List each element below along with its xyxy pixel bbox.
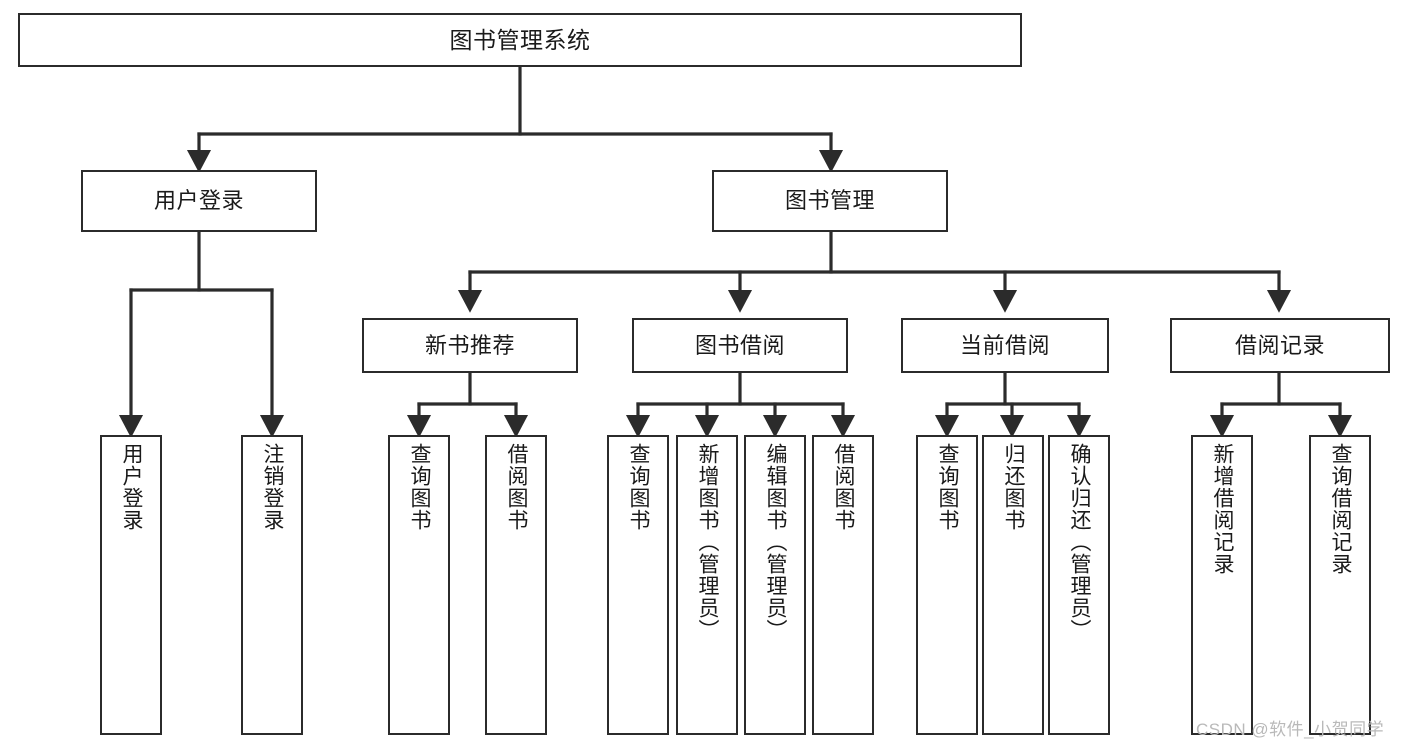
node-leaf-query-book-3[interactable]: 查询图书	[916, 435, 978, 735]
node-leaf-logout[interactable]: 注销登录	[241, 435, 303, 735]
node-leaf-edit-book[interactable]: 编辑图书（管理员）	[744, 435, 806, 735]
node-current-borrow-label: 当前借阅	[959, 332, 1050, 358]
node-leaf-user-login[interactable]: 用户登录	[100, 435, 162, 735]
node-book-borrow[interactable]: 图书借阅	[632, 318, 848, 373]
node-leaf-query-book-2-label: 查询图书	[627, 443, 651, 531]
node-root-label: 图书管理系统	[449, 26, 591, 53]
node-leaf-borrow-book-1-label: 借阅图书	[505, 443, 529, 531]
node-leaf-user-login-label: 用户登录	[120, 443, 144, 531]
node-leaf-confirm-return[interactable]: 确认归还（管理员）	[1048, 435, 1110, 735]
node-leaf-add-record[interactable]: 新增借阅记录	[1191, 435, 1253, 735]
node-book-borrow-label: 图书借阅	[694, 332, 785, 358]
node-leaf-query-book-3-label: 查询图书	[936, 443, 960, 531]
node-leaf-borrow-book-2[interactable]: 借阅图书	[812, 435, 874, 735]
node-leaf-return-book-label: 归还图书	[1002, 443, 1026, 531]
node-leaf-borrow-book-2-label: 借阅图书	[832, 443, 856, 531]
node-leaf-borrow-book-1[interactable]: 借阅图书	[485, 435, 547, 735]
node-leaf-query-book-1[interactable]: 查询图书	[388, 435, 450, 735]
node-leaf-edit-book-label: 编辑图书（管理员）	[764, 443, 788, 641]
node-leaf-add-record-label: 新增借阅记录	[1211, 443, 1235, 575]
node-leaf-add-book[interactable]: 新增图书（管理员）	[676, 435, 738, 735]
node-leaf-query-record-label: 查询借阅记录	[1329, 443, 1353, 575]
node-borrow-record[interactable]: 借阅记录	[1170, 318, 1390, 373]
node-borrow-record-label: 借阅记录	[1234, 332, 1325, 358]
node-leaf-query-book-2[interactable]: 查询图书	[607, 435, 669, 735]
node-leaf-confirm-return-label: 确认归还（管理员）	[1068, 443, 1092, 641]
node-book-manage-label: 图书管理	[784, 188, 875, 214]
node-new-book-rec-label: 新书推荐	[424, 332, 515, 358]
node-user-login-label: 用户登录	[153, 188, 244, 214]
node-leaf-query-book-1-label: 查询图书	[408, 443, 432, 531]
node-current-borrow[interactable]: 当前借阅	[901, 318, 1109, 373]
csdn-watermark: CSDN @软件_小贺同学	[1196, 720, 1385, 739]
node-new-book-rec[interactable]: 新书推荐	[362, 318, 578, 373]
node-book-manage[interactable]: 图书管理	[712, 170, 948, 232]
node-leaf-add-book-label: 新增图书（管理员）	[696, 443, 720, 641]
node-leaf-logout-label: 注销登录	[261, 443, 285, 531]
node-root[interactable]: 图书管理系统	[18, 13, 1022, 67]
node-user-login[interactable]: 用户登录	[81, 170, 317, 232]
node-leaf-query-record[interactable]: 查询借阅记录	[1309, 435, 1371, 735]
node-leaf-return-book[interactable]: 归还图书	[982, 435, 1044, 735]
